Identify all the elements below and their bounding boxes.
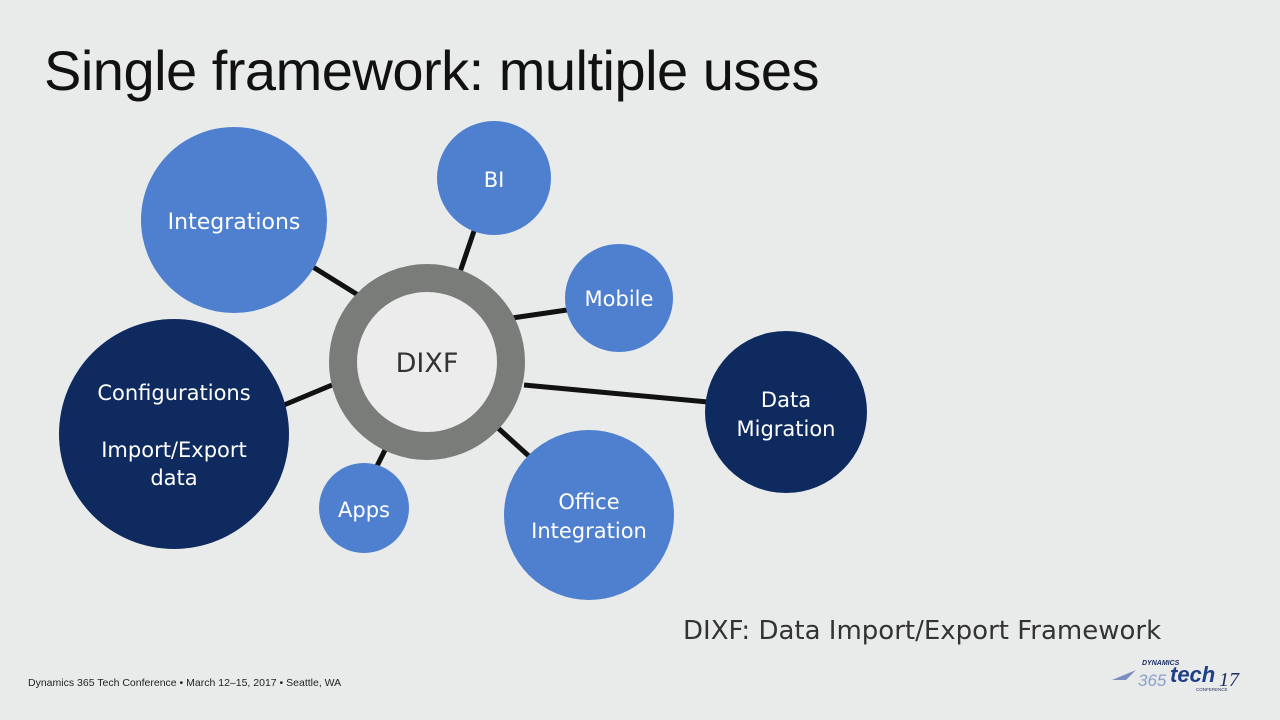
node-mobile-label: Mobile [585,287,654,311]
node-data-migration-label-1: Data [761,388,811,412]
node-configurations-label-2: Import/Export [101,438,247,462]
node-configurations-label-1: Configurations [97,381,250,405]
connector-bi [456,230,477,276]
node-office-integration-label-1: Office [558,490,619,514]
logo-dynamics: DYNAMICS [1142,660,1180,667]
connectors [283,230,709,470]
node-apps-label: Apps [338,498,390,522]
node-office-integration: Office Integration [504,430,674,600]
connector-integrations [311,264,360,298]
connector-configurations [283,382,333,408]
conference-footer: Dynamics 365 Tech Conference • March 12–… [28,677,342,689]
node-configurations: Configurations Import/Export data [59,319,289,549]
node-integrations: Integrations [141,127,327,313]
connector-mobile [511,307,568,321]
node-bi-label: BI [484,168,505,192]
slide-title: Single framework: multiple uses [44,39,820,102]
dynamics-365-tech-logo: DYNAMICS 365 tech 17 CONFERENCE [1112,660,1240,692]
node-mobile-circle [565,244,673,352]
connector-office-integration [496,426,533,460]
connector-data-migration [523,382,709,405]
node-office-integration-label-2: Integration [531,519,647,543]
node-office-integration-circle [504,430,674,600]
logo-365: 365 [1138,671,1167,690]
node-bi: BI [437,121,551,235]
node-data-migration-label-2: Migration [736,417,835,441]
node-integrations-circle [141,127,327,313]
node-data-migration-circle [705,331,867,493]
acronym-legend: DIXF: Data Import/Export Framework [683,616,1162,646]
logo-tech: tech [1170,662,1215,687]
hub-dixf: DIXF [329,264,525,460]
hub-ring [329,264,525,460]
logo-swoosh [1112,670,1136,680]
hub-label: DIXF [396,348,459,379]
node-apps-circle [319,463,409,553]
node-integrations-label: Integrations [168,210,301,235]
node-configurations-circle [59,319,289,549]
node-data-migration: Data Migration [705,331,867,493]
node-configurations-label-3: data [150,466,197,490]
node-mobile: Mobile [565,244,673,352]
logo-conference: CONFERENCE [1196,687,1228,692]
node-bi-circle [437,121,551,235]
logo-year: 17 [1219,669,1240,691]
node-apps: Apps [319,463,409,553]
